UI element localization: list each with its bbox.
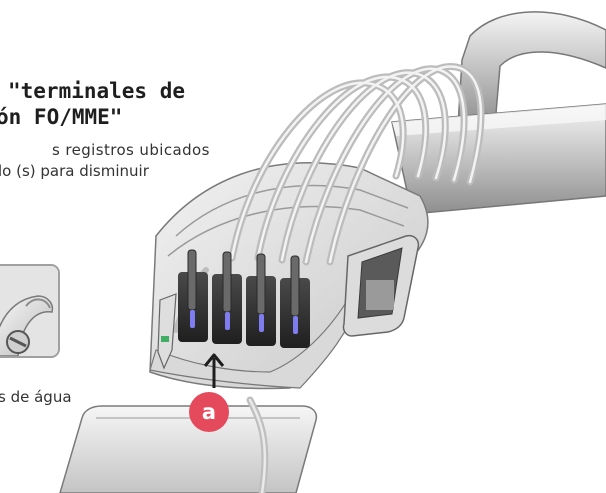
terminal-lights	[190, 310, 298, 334]
callout-badge: a	[189, 392, 229, 432]
terminal-light-4	[293, 316, 298, 334]
terminal-light-2	[225, 312, 230, 330]
callout-arrow-icon	[203, 353, 225, 388]
detail-image-caption: s de água	[0, 388, 72, 406]
body-line-1: s registros ubicados	[52, 141, 210, 159]
terminal-light-3	[259, 314, 264, 332]
callout-label: a	[201, 400, 217, 424]
body-line-2: lo (s) para disminuir	[0, 162, 149, 180]
left-handpiece	[157, 293, 177, 370]
heading-line-2: ón FO/MME"	[0, 105, 123, 129]
water-valve-detail-icon	[0, 266, 58, 356]
heading-line-1: "terminales de	[8, 79, 186, 103]
instrument-tray	[59, 405, 318, 493]
terminal-light-1	[190, 310, 195, 328]
detail-image-water-valve	[0, 264, 60, 358]
